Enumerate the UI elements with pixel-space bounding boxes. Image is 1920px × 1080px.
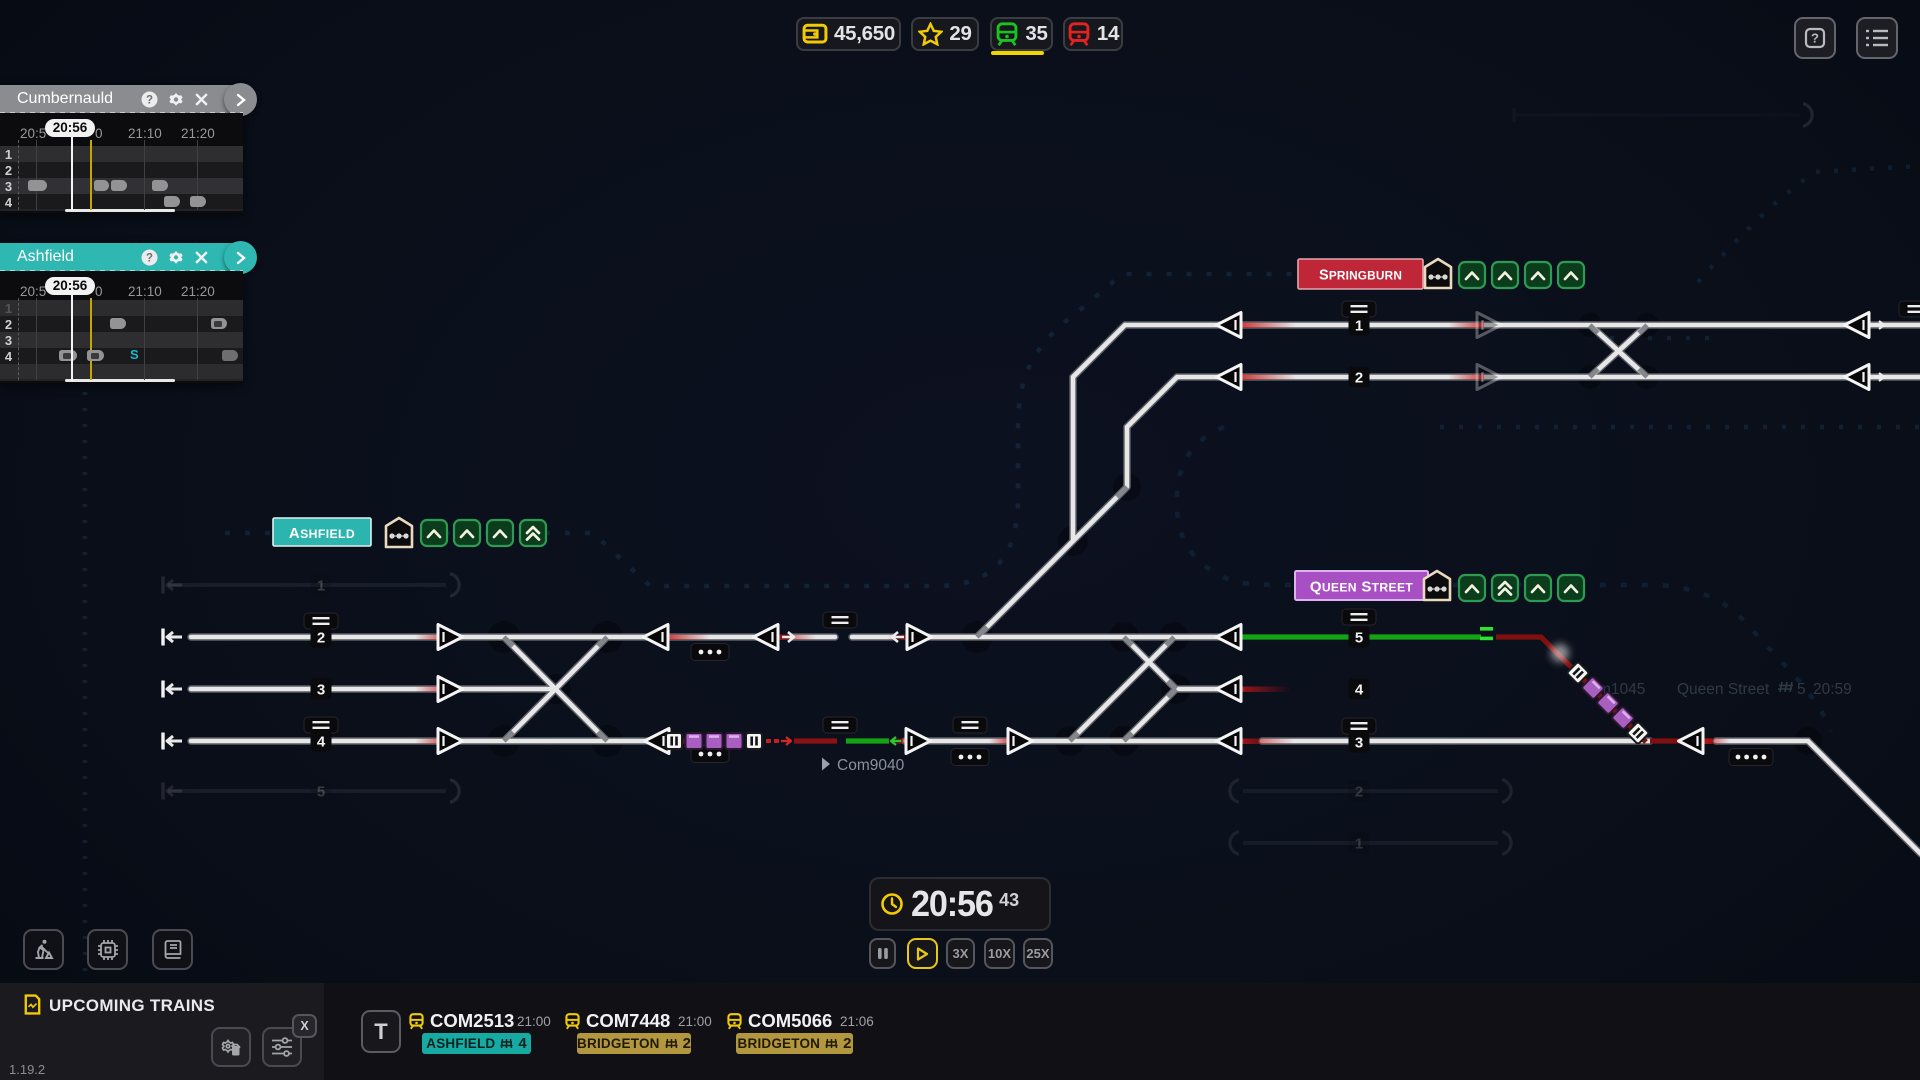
svg-text:1: 1 bbox=[1355, 836, 1363, 853]
svg-text:Queen Street: Queen Street bbox=[1677, 681, 1770, 698]
svg-text:?: ? bbox=[146, 252, 153, 264]
svg-text:2: 2 bbox=[1355, 370, 1363, 387]
svg-text:Com9040: Com9040 bbox=[837, 757, 905, 774]
svg-text:1: 1 bbox=[1355, 318, 1363, 335]
svg-text:ASHFIELD: ASHFIELD bbox=[289, 525, 355, 542]
svg-text:5: 5 bbox=[1797, 681, 1806, 698]
svg-text:2: 2 bbox=[1355, 784, 1363, 801]
svg-text:3: 3 bbox=[317, 682, 325, 699]
svg-text:5: 5 bbox=[317, 784, 325, 801]
svg-text:?: ? bbox=[146, 94, 153, 106]
svg-text:1: 1 bbox=[317, 578, 325, 595]
svg-text:?: ? bbox=[1811, 31, 1819, 46]
svg-text:QUEEN STREET: QUEEN STREET bbox=[1310, 579, 1414, 596]
svg-text:4: 4 bbox=[317, 734, 326, 751]
svg-text:5: 5 bbox=[1355, 630, 1363, 647]
svg-text:2: 2 bbox=[317, 630, 325, 647]
svg-text:3: 3 bbox=[1355, 735, 1363, 752]
svg-text:20:59: 20:59 bbox=[1813, 681, 1852, 698]
svg-text:4: 4 bbox=[1355, 682, 1364, 699]
svg-text:SPRINGBURN: SPRINGBURN bbox=[1319, 268, 1402, 284]
